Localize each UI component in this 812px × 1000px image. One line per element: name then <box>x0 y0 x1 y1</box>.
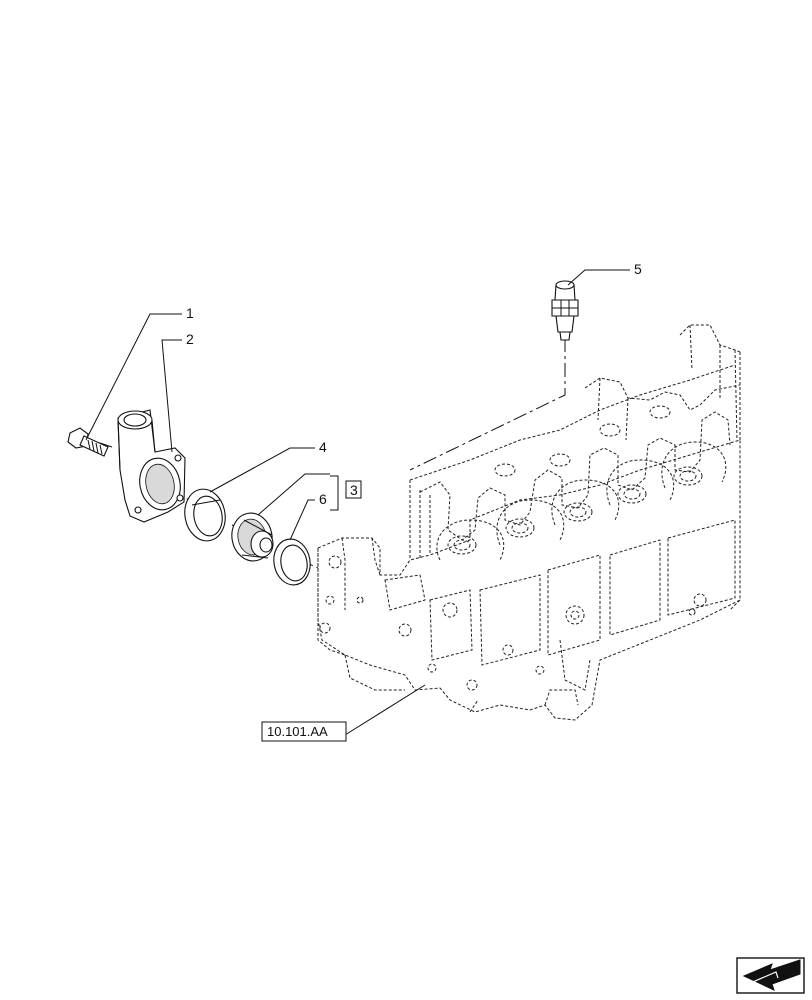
leader-lines <box>85 269 630 736</box>
reference-box <box>261 721 347 742</box>
sensor-axis-line <box>409 338 566 471</box>
part-2-thermostat-housing <box>117 409 186 523</box>
arrow-next-page-icon[interactable] <box>736 957 805 994</box>
callout-4: 4 <box>319 439 327 455</box>
callout-5: 5 <box>634 261 642 277</box>
part-6-o-ring <box>273 538 311 586</box>
callout-2: 2 <box>186 331 194 347</box>
callout-3-box <box>345 480 362 499</box>
reference-label: 10.101.AA <box>267 724 328 739</box>
part-1-bolt <box>67 427 109 457</box>
callout-1: 1 <box>186 305 194 321</box>
part-4-seal <box>184 488 226 542</box>
engine-cylinder-head <box>317 324 741 721</box>
callout-6: 6 <box>319 491 327 507</box>
part-5-temperature-sensor <box>551 280 579 341</box>
callout-3: 3 <box>350 482 358 498</box>
part-3-thermostat <box>231 512 274 562</box>
